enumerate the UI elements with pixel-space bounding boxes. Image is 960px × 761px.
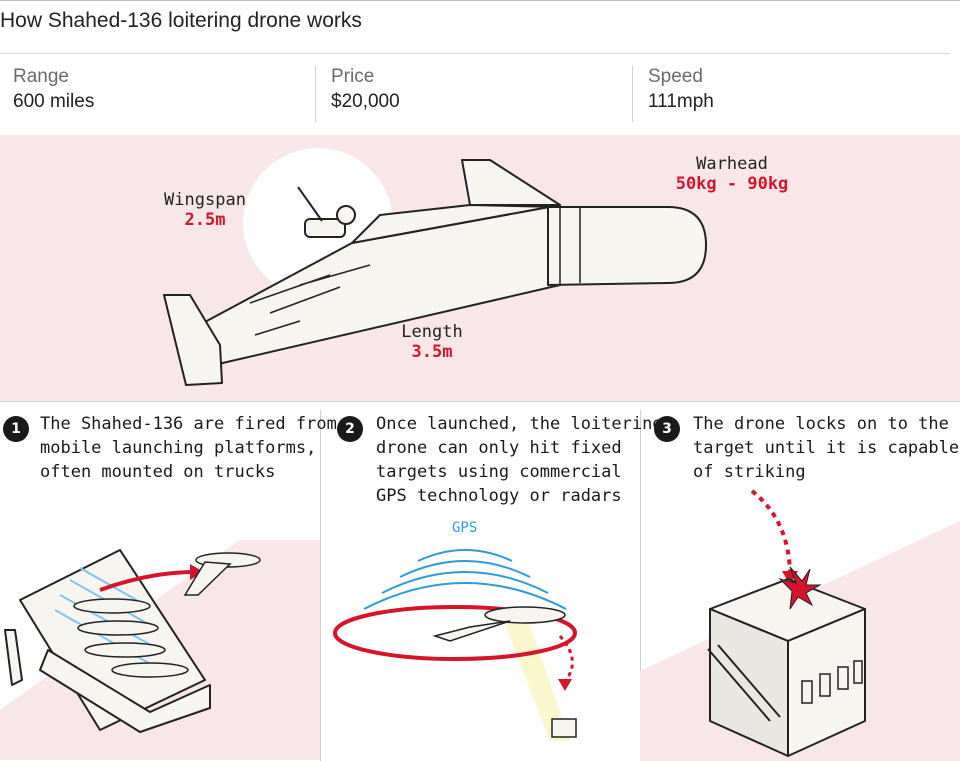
panel-divider <box>320 410 321 761</box>
drone-propeller <box>297 186 323 222</box>
launched-drone <box>183 552 261 596</box>
descent-arrowhead <box>558 679 572 691</box>
step-2-badge: 2 <box>337 416 363 442</box>
page-title: How Shahed-136 loitering drone works <box>0 9 362 32</box>
drone-tail-fin <box>163 294 223 386</box>
gps-illustration <box>333 549 577 741</box>
step-2-text: Once launched, the loitering drone can o… <box>376 412 663 508</box>
drone-illustration <box>163 148 707 386</box>
length-label: Length <box>401 322 463 342</box>
drone-engine-cap <box>336 205 356 225</box>
target-building <box>551 718 577 738</box>
stat-divider <box>632 66 633 122</box>
step-3-text: The drone locks on to the target until i… <box>693 412 959 484</box>
step-3-line: The drone locks on to the <box>693 414 949 434</box>
launcher-illustration <box>0 540 320 760</box>
step-3-badge: 3 <box>654 416 680 442</box>
warhead-label: Warhead <box>696 154 768 174</box>
stat-speed: Speed 111mph <box>648 66 714 122</box>
wingspan-label: Wingspan <box>164 190 246 210</box>
descent-path <box>558 635 574 682</box>
gps-label: GPS <box>452 520 478 536</box>
launcher-base <box>39 649 211 733</box>
launch-arrowhead <box>190 564 204 580</box>
step-2-line: GPS technology or radars <box>376 486 622 506</box>
warhead-value: 50kg - 90kg <box>675 174 789 194</box>
step-1-badge: 1 <box>3 416 29 442</box>
stat-price-label: Price <box>331 66 375 87</box>
step-2-line: drone can only hit fixed <box>376 438 622 458</box>
hero-bottom-rule <box>0 401 960 402</box>
stat-speed-value: 111mph <box>648 91 714 112</box>
stacked-drones <box>73 598 189 678</box>
stat-divider <box>315 66 316 122</box>
stat-range-label: Range <box>13 66 69 87</box>
launcher-leg <box>4 629 23 686</box>
stat-price: Price $20,000 <box>331 66 400 122</box>
drone-fin-top <box>461 159 561 206</box>
drone-warhead <box>547 206 707 286</box>
step-3-line: of striking <box>693 462 806 482</box>
warhead-callout: Warhead 50kg - 90kg <box>662 154 802 194</box>
impact-burst <box>778 566 822 610</box>
wingspan-value: 2.5m <box>184 210 226 230</box>
step-3-line: target until it is capable <box>693 438 960 458</box>
length-value: 3.5m <box>411 342 453 362</box>
loiter-orbit <box>333 605 577 661</box>
top-rule <box>0 0 960 1</box>
title-divider <box>0 53 950 54</box>
gps-signal-waves <box>363 549 567 610</box>
length-callout: Length 3.5m <box>382 322 482 362</box>
step-2-line: Once launched, the loitering <box>376 414 663 434</box>
building-windows <box>801 660 863 704</box>
step-1-line: often mounted on trucks <box>40 462 276 482</box>
wingspan-callout: Wingspan 2.5m <box>150 190 260 230</box>
step-1-line: The Shahed-136 are fired from <box>40 414 337 434</box>
stat-range-value: 600 miles <box>13 91 95 112</box>
strike-illustration <box>640 489 960 761</box>
step-1-text: The Shahed-136 are fired from mobile lau… <box>40 412 337 484</box>
strike-path <box>750 489 792 577</box>
step-1-line: mobile launching platforms, <box>40 438 317 458</box>
loitering-drone <box>432 606 566 642</box>
stat-price-value: $20,000 <box>331 91 400 112</box>
step-2-line: targets using commercial <box>376 462 622 482</box>
launch-arrow <box>99 570 196 592</box>
fire-escape-stairs <box>707 644 781 722</box>
panel-divider <box>640 410 641 761</box>
stat-range: Range 600 miles <box>13 66 94 122</box>
stat-speed-label: Speed <box>648 66 703 87</box>
drone-engine <box>304 218 346 238</box>
targeting-beam <box>500 611 570 741</box>
